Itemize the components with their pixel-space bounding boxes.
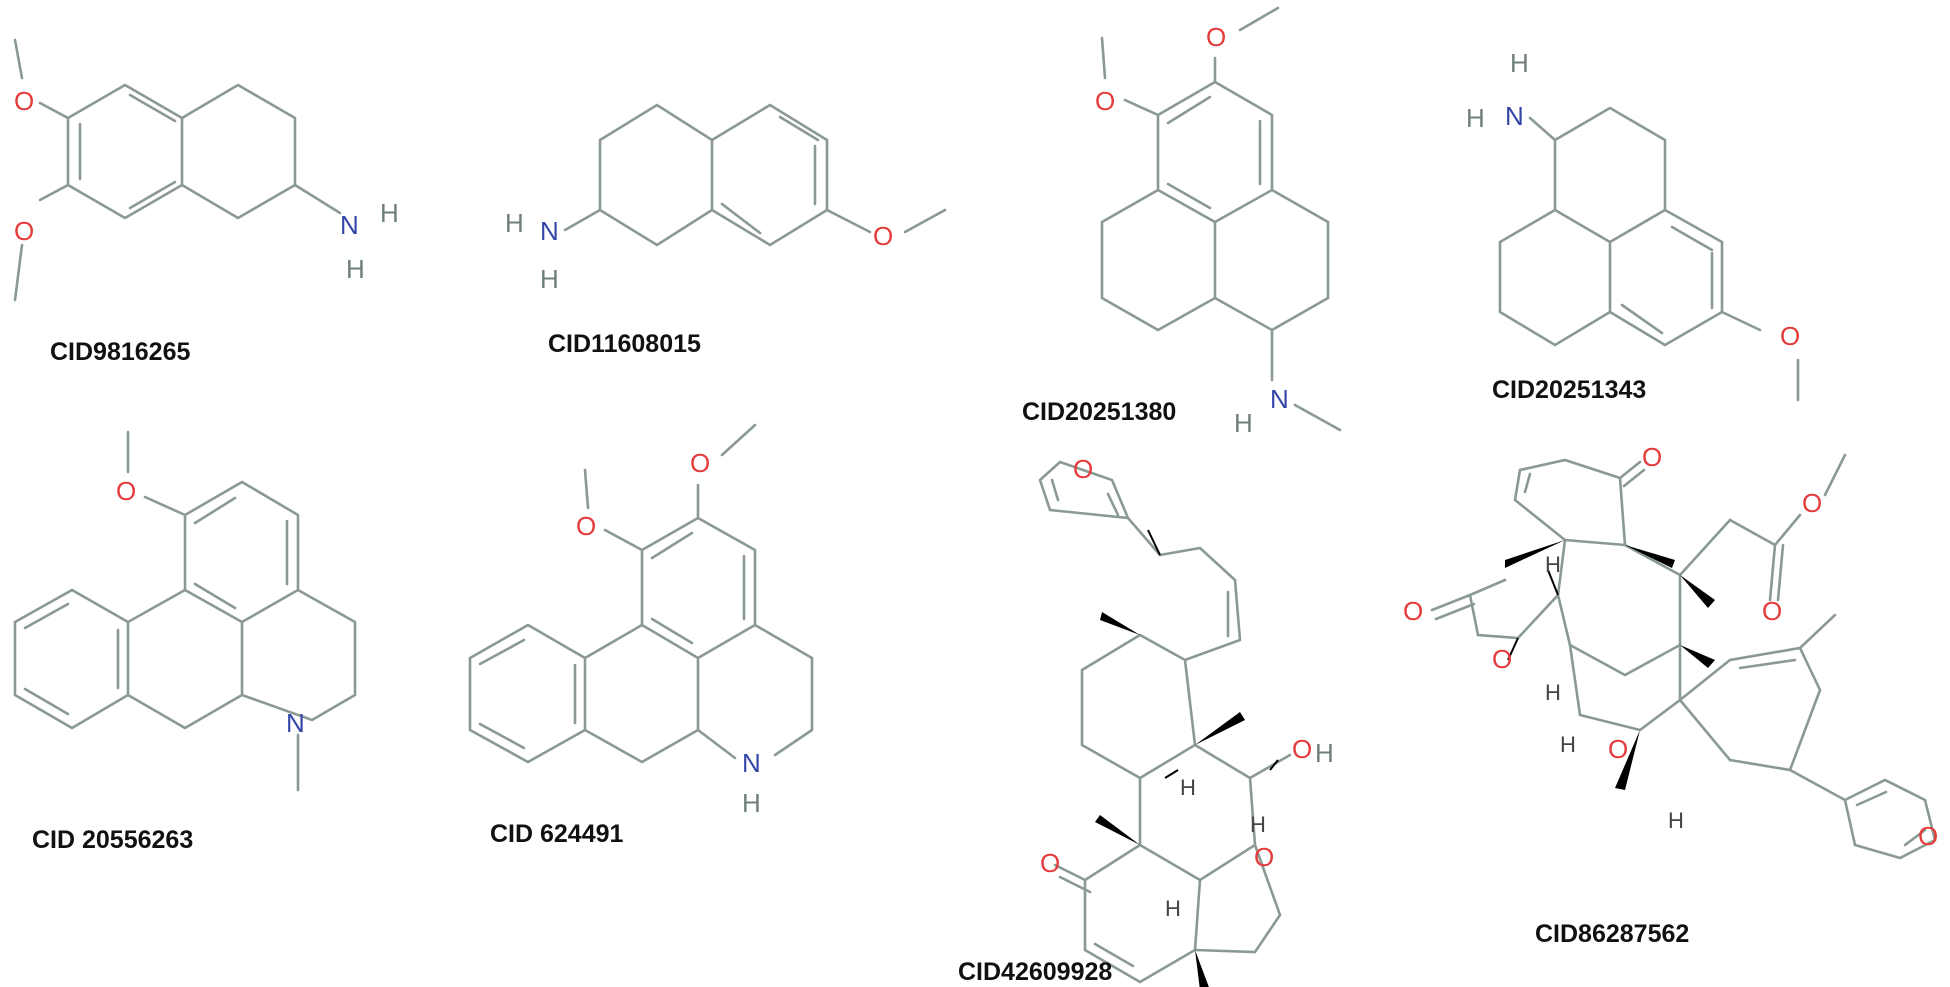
nitrogen-atom: N (340, 210, 359, 240)
hydrogen-atom: H (1315, 738, 1334, 768)
structure-cid42609928 (1038, 460, 1292, 984)
oxygen-atom: O (1292, 734, 1312, 764)
hydrogen-atom: H (1250, 812, 1266, 837)
hydrogen-atom: H (1668, 808, 1684, 833)
hydrogen-atom: H (505, 208, 524, 238)
structure-cid624491 (468, 423, 814, 764)
structure-cid11608015 (563, 103, 947, 247)
hydrogen-atom: H (1466, 103, 1485, 133)
compound-label-cid20251343: CID20251343 (1492, 376, 1646, 404)
structure-cid20251380 (1100, 6, 1342, 432)
oxygen-atom: O (1802, 488, 1822, 518)
hydrogen-atom: H (346, 254, 365, 284)
stereo-bonds-cid42609928 (1095, 529, 1279, 987)
oxygen-atom: O (14, 86, 34, 116)
oxygen-atom: O (1403, 596, 1423, 626)
oxygen-atom: O (1492, 644, 1512, 674)
nitrogen-atom: N (742, 748, 761, 778)
hydrogen-atom: H (380, 198, 399, 228)
compound-label-cid20251380: CID20251380 (1022, 398, 1176, 426)
oxygen-atom: O (1040, 848, 1060, 878)
hydrogen-atom: H (1545, 680, 1561, 705)
hydrogen-atom: H (540, 264, 559, 294)
oxygen-atom: O (576, 511, 596, 541)
oxygen-atom: O (1073, 454, 1093, 484)
compound-label-cid9816265: CID9816265 (50, 338, 190, 366)
oxygen-atom: O (690, 448, 710, 478)
hydrogen-atom: H (1234, 408, 1253, 438)
oxygen-atom: O (1780, 321, 1800, 351)
hydrogen-atom: H (1545, 552, 1561, 577)
compound-label-cid20556263: CID 20556263 (32, 826, 193, 854)
compound-label-cid86287562: CID86287562 (1535, 920, 1689, 948)
structure-cid20556263 (13, 430, 357, 792)
nitrogen-atom: N (1270, 384, 1289, 414)
nitrogen-atom: N (286, 708, 305, 738)
compound-label-cid624491: CID 624491 (490, 820, 624, 848)
nitrogen-atom: N (540, 216, 559, 246)
nitrogen-atom: N (1505, 101, 1524, 131)
hydrogen-atom: H (1560, 732, 1576, 757)
oxygen-atom: O (1254, 842, 1274, 872)
structure-cid9816265 (13, 38, 342, 302)
oxygen-atom: O (1095, 86, 1115, 116)
oxygen-atom: O (116, 476, 136, 506)
oxygen-atom: O (1642, 442, 1662, 472)
hydrogen-atom: H (742, 788, 761, 818)
stereo-bonds-cid86287562 (1505, 540, 1715, 790)
hydrogen-atom: H (1510, 48, 1529, 78)
oxygen-atom: O (14, 216, 34, 246)
oxygen-atom: O (873, 221, 893, 251)
oxygen-atom: O (1206, 22, 1226, 52)
oxygen-atom: O (1918, 821, 1938, 851)
oxygen-atom: O (1762, 596, 1782, 626)
hydrogen-atom: H (1165, 896, 1181, 921)
hydrogen-atom: H (1180, 775, 1196, 800)
compound-label-cid42609928: CID42609928 (958, 958, 1112, 986)
oxygen-atom: O (1608, 734, 1628, 764)
structure-cid20251343 (1498, 106, 1800, 402)
compound-label-cid11608015: CID11608015 (548, 330, 701, 358)
